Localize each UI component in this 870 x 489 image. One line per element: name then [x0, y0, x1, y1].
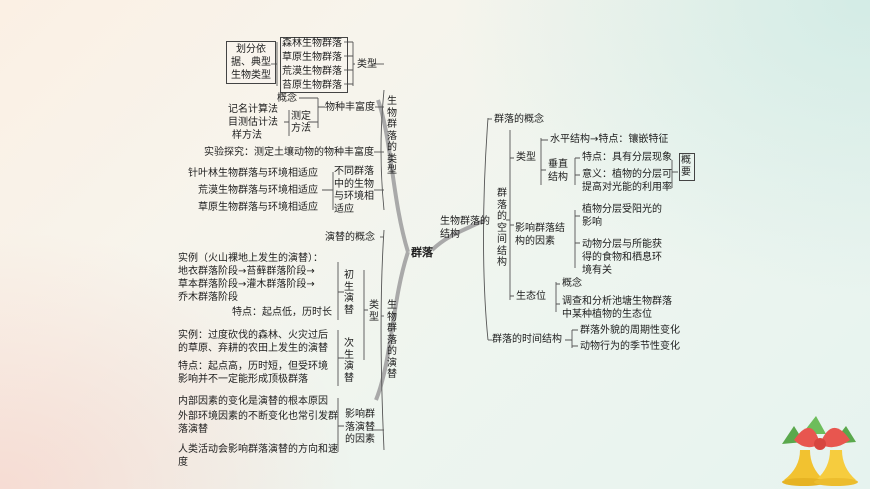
time-structure-label: 群落的时间结构 — [492, 334, 562, 345]
factor-internal: 内部因素的变化是演替的根本原因 — [178, 396, 328, 407]
branch-structure-title: 生物群落的结构 — [440, 216, 490, 240]
factor-animal-food: 动物分层与所能获得的食物和栖息环境有关 — [582, 239, 662, 276]
horizontal-structure: 水平结构→特点：镶嵌特征 — [550, 134, 669, 145]
method-visual-estimate: 目测估计法 — [228, 117, 278, 128]
secondary-feature-1: 特点：起点高，历时短，但受环境 — [178, 361, 328, 372]
community-type-tundra: 苔原生物群落 — [282, 80, 342, 91]
community-concept: 群落的概念 — [494, 114, 544, 125]
primary-succession-label: 初生演替 — [344, 270, 354, 316]
method-named-count: 记名计算法 — [228, 104, 278, 115]
spatial-structure-label: 群落的空间结构 — [497, 188, 507, 268]
primary-example-title: 实例（火山裸地上发生的演替）： — [178, 253, 323, 264]
secondary-succession-label: 次生演替 — [344, 338, 354, 384]
niche-label: 生态位 — [516, 291, 546, 302]
time-seasonal-behavior: 动物行为的季节性变化 — [580, 341, 680, 352]
niche-investigation: 调查和分析池塘生物群落中某种植物的生态位 — [562, 296, 672, 320]
background-tint-right — [450, 0, 870, 300]
vertical-significance: 意义：植物的分层可提高对光能的利用率 — [582, 169, 672, 193]
adapt-desert: 荒漠生物群落与环境相适应 — [198, 185, 318, 196]
structure-factors-label: 影响群落结构的因素 — [515, 223, 565, 247]
branch-community-types-title: 生物群落的类型 — [387, 96, 397, 176]
measurement-methods-label: 测定方法 — [291, 111, 311, 134]
richness-concept: 概念 — [277, 93, 297, 104]
overview-box: 概要 — [679, 153, 695, 181]
factor-human: 人类活动会影响群落演替的方向和速度 — [178, 444, 338, 468]
factor-plant-light: 植物分层受阳光的影响 — [582, 204, 662, 228]
primary-stage-3: 乔木群落阶段 — [178, 292, 238, 303]
primary-stage-1: 地衣群落阶段→苔藓群落阶段→ — [178, 266, 315, 277]
adapt-coniferous: 针叶林生物群落与环境相适应 — [188, 168, 318, 179]
structure-types-label: 类型 — [516, 152, 536, 163]
time-periodic-change: 群落外貌的周期性变化 — [580, 325, 680, 336]
community-type-forest: 森林生物群落 — [282, 38, 342, 49]
secondary-feature-2: 影响并不一定能形成顶极群落 — [178, 374, 308, 385]
community-type-grassland: 草原生物群落 — [282, 52, 342, 63]
secondary-example-1: 实例：过度砍伐的森林、火灾过后 — [178, 330, 328, 341]
factor-external: 外部环境因素的不断变化也常引发群落演替 — [178, 411, 338, 435]
vertical-feature: 特点：具有分层现象 — [582, 152, 672, 163]
types-label: 类型 — [357, 59, 377, 70]
method-quadrat: 样方法 — [232, 130, 262, 141]
root-node: 群落 — [411, 246, 433, 259]
community-types-list: 森林生物群落 草原生物群落 荒漠生物群落 苔原生物群落 — [280, 37, 348, 93]
niche-concept: 概念 — [562, 278, 582, 289]
succession-concept: 演替的概念 — [325, 232, 375, 243]
classification-basis-box: 划分依据、典型生物类型 — [226, 41, 276, 84]
primary-feature: 特点：起点低，历时长 — [232, 307, 332, 318]
succession-types-label: 类型 — [369, 300, 379, 323]
species-richness-label: 物种丰富度 — [325, 102, 375, 113]
secondary-example-2: 的草原、弃耕的农田上发生的演替 — [178, 343, 328, 354]
community-type-desert: 荒漠生物群落 — [282, 66, 342, 77]
adaptation-label: 不同群落中的生物与环境相适应 — [334, 166, 374, 215]
branch-succession-title: 生物群落的演替 — [387, 300, 397, 380]
christmas-bells-icon — [782, 416, 858, 486]
adapt-grassland: 草原生物群落与环境相适应 — [198, 202, 318, 213]
primary-stage-2: 草本群落阶段→灌木群落阶段→ — [178, 279, 315, 290]
background-tint-left — [0, 229, 360, 489]
succession-factors-label: 影响群落演替的因素 — [345, 409, 375, 445]
vertical-structure-label: 垂直结构 — [548, 159, 568, 183]
soil-animal-experiment: 实验探究：测定土壤动物的物种丰富度 — [204, 147, 374, 158]
